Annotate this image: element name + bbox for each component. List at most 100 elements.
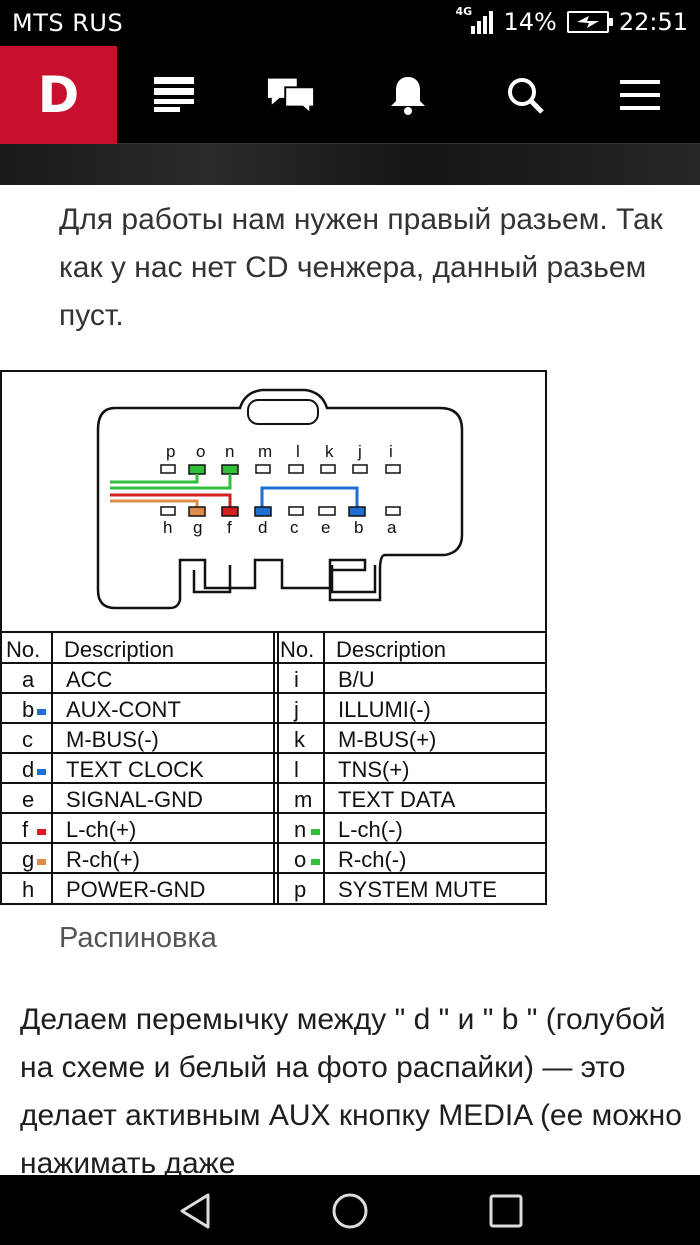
wire-color-marker [37,859,46,865]
table-cell-no: j [293,697,299,722]
pin-label-k: k [325,442,334,461]
table-cell-no: p [294,877,306,902]
article-paragraph-2: Делаем перемычку между " d " и " b " (го… [20,1003,682,1180]
table-cell-no: c [22,727,33,752]
table-cell-no: e [22,787,34,812]
pin-f [221,506,239,517]
jumper-d-b [260,486,359,507]
chat-icon[interactable] [266,70,316,120]
table-cell-no: n [294,817,306,842]
pin-label-a: a [387,518,397,537]
pin-label-e: e [321,518,330,537]
pinout-table: No. Description No. Description a ACC b AUX… [6,637,497,902]
pin-label-g: g [193,518,202,537]
table-cell-no: a [22,667,35,692]
pin-g [188,506,206,517]
table-cell-no: f [22,817,29,842]
table-cell-no: h [22,877,34,902]
wire-color-marker [311,829,320,835]
table-cell-description: TEXT CLOCK [66,757,204,782]
article-hero-image [0,144,700,185]
recents-icon[interactable] [486,1191,526,1231]
table-cell-description: SYSTEM MUTE [338,877,497,902]
pin-label-h: h [163,518,172,537]
battery-percent: 14% [503,8,557,36]
table-header-desc-right: Description [336,637,446,662]
pin-a [385,506,401,516]
pin-label-m: m [258,442,272,461]
pinout-table-grid [1,631,546,904]
pin-j [352,464,368,474]
table-cell-no: k [294,727,306,752]
menu-icon[interactable] [615,70,665,120]
table-cell-no: o [294,847,306,872]
table-cell-description: TNS(+) [338,757,410,782]
pinout-diagram[interactable]: p o n m l k j i [0,370,548,906]
pin-label-p: p [166,442,175,461]
table-cell-no: b [22,697,34,722]
pin-d [254,506,272,517]
table-cell-no: l [294,757,299,782]
carrier-label: MTS RUS [12,9,124,37]
wire-color-marker [37,709,46,715]
system-nav-bar [0,1175,700,1245]
wires [110,474,359,507]
bottom-pin-labels: h g f d c e b a [163,518,397,537]
table-cell-description: POWER-GND [66,877,205,902]
site-logo[interactable]: D [0,46,117,144]
table-cell-description: M-BUS(+) [338,727,436,752]
article-paragraph: Для работы нам нужен правый разьем. Так … [59,203,663,332]
table-cell-no: m [294,787,312,812]
bottom-pins [160,506,401,517]
table-header-no-left: No. [6,637,40,662]
wire-color-marker [37,769,46,775]
table-cell-description: AUX-CONT [66,697,181,722]
table-cell-no: i [294,667,299,692]
table-header-desc-left: Description [64,637,174,662]
pin-p [160,464,176,474]
signal-icon: 4G [455,5,494,34]
pin-label-c: c [290,518,299,537]
logo-letter: D [37,66,80,124]
table-cell-description: R-ch(-) [338,847,406,872]
table-cell-description: SIGNAL-GND [66,787,203,812]
table-cell-no: d [22,757,34,782]
pin-label-n: n [225,442,234,461]
pin-label-f: f [227,518,232,537]
status-bar: MTS RUS 4G 14% 22:51 [0,0,700,46]
pin-o [188,464,206,475]
wire-color-marker [37,829,46,835]
table-header-no-right: No. [280,637,314,662]
table-cell-no: g [22,847,34,872]
pin-i [385,464,401,474]
table-cell-description: M-BUS(-) [66,727,159,752]
pin-label-o: o [196,442,205,461]
pin-h [160,506,176,516]
table-cell-description: B/U [338,667,375,692]
pin-label-j: j [357,442,362,461]
pin-e [318,506,336,516]
pin-l [288,464,304,474]
back-icon[interactable] [176,1191,216,1231]
clock: 22:51 [618,8,688,36]
search-icon[interactable] [500,70,550,120]
app-bar: D [0,46,700,144]
connector-outline [96,388,464,610]
pin-label-l: l [296,442,300,461]
table-cell-description: ACC [66,667,113,692]
feed-icon[interactable] [149,70,199,120]
pin-c [288,506,304,516]
network-type: 4G [455,5,473,18]
table-cell-description: TEXT DATA [338,787,456,812]
table-cell-description: ILLUMI(-) [338,697,431,722]
pin-label-b: b [354,518,363,537]
pin-n [221,464,239,475]
pin-m [255,464,271,474]
pin-k [320,464,336,474]
bell-icon[interactable] [383,70,433,120]
pin-label-i: i [389,442,393,461]
home-icon[interactable] [330,1191,370,1231]
pin-b [348,506,366,517]
table-cell-description: L-ch(-) [338,817,403,842]
table-cell-description: L-ch(+) [66,817,136,842]
